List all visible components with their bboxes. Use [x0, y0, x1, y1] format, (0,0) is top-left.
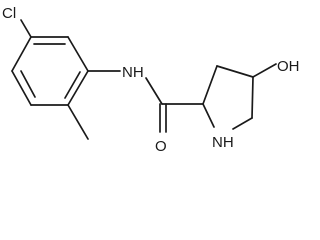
bond-c3-cl: [20, 19, 32, 38]
bond-ring-inner-3: [64, 71, 81, 99]
ring-nh-label: NH: [212, 134, 234, 151]
bond-ring-c3-c4: [11, 36, 32, 72]
bond-c6-methyl: [67, 104, 89, 140]
bond-ring-c1-c2: [67, 36, 89, 72]
bond-c4-oh: [252, 63, 277, 78]
bond-ring-c5-n: [232, 117, 253, 130]
bond-ring-c4-c5: [251, 76, 254, 119]
chlorine-label: Cl: [2, 5, 16, 22]
carbonyl-oxygen-label: O: [155, 138, 167, 155]
bond-ring-n-c2: [202, 103, 215, 128]
amide-nh-label: NH: [122, 64, 144, 81]
bond-ring-c4-c5: [11, 70, 32, 106]
chemical-structure-diagram: Cl NH O NH OH: [2, 5, 300, 155]
bond-ring-inner-2: [20, 70, 36, 98]
pyrrolidine-ring: [202, 65, 254, 130]
bond-ring-c6-c1: [67, 70, 89, 106]
bond-nh-carbonyl-c: [145, 77, 163, 105]
benzene-ring: [11, 36, 89, 106]
hydroxyl-label: OH: [277, 58, 300, 75]
bond-ring-c2-c3: [202, 65, 218, 105]
bond-ring-c3-c4: [216, 65, 254, 78]
